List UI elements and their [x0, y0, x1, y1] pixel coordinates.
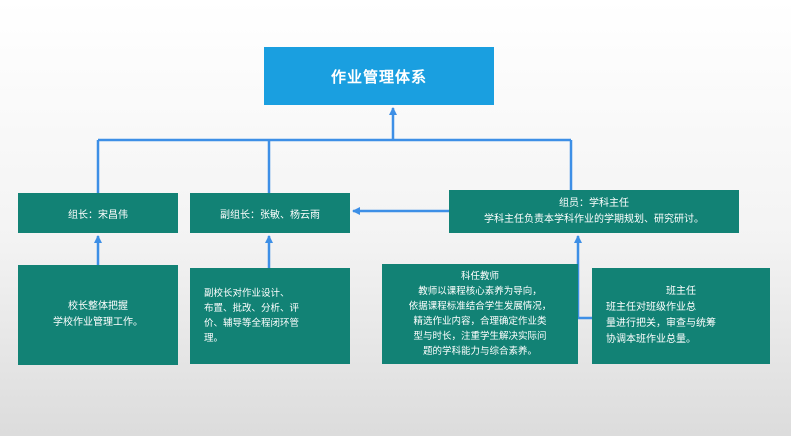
- title-node: 作业管理体系: [264, 47, 494, 105]
- vice-principal-line: 布置、批改、分析、评: [204, 303, 300, 314]
- subject-teacher-line: 依据课程标准结合学生发展情况，: [408, 301, 552, 312]
- subject-teacher-line: 题的学科能力与综合素养。: [422, 346, 537, 357]
- leader-node: 组长：宋昌伟: [18, 193, 178, 233]
- subject-teacher-title: 科任教师: [460, 271, 499, 282]
- member-desc: 学科主任负责本学科作业的学期规划、研究研讨。: [484, 213, 704, 225]
- vice-principal-line: 副校长对作业设计、: [204, 288, 290, 299]
- subject-teacher-line: 型与时长，注重学生解决实际问: [413, 331, 547, 342]
- member-title: 组员：学科主任: [559, 197, 629, 209]
- vice-leader-text: 副组长：张敏、杨云雨: [220, 209, 320, 221]
- principal-desc-node: 校长整体把握 学校作业管理工作。: [18, 265, 178, 365]
- vice-principal-desc-node: 副校长对作业设计、 布置、批改、分析、评 价、辅导等全程闭环管 理。: [190, 268, 350, 364]
- head-teacher-line: 班主任对班级作业总: [606, 302, 696, 313]
- member-node: 组员：学科主任 学科主任负责本学科作业的学期规划、研究研讨。: [449, 190, 739, 233]
- vice-principal-line: 价、辅导等全程闭环管: [204, 318, 300, 329]
- principal-line: 学校作业管理工作。: [53, 317, 143, 328]
- subject-teacher-node: 科任教师 教师以课程核心素养为导向， 依据课程标准结合学生发展情况， 精选作业内…: [382, 264, 578, 364]
- head-teacher-node: 班主任 班主任对班级作业总 量进行把关，审查与统筹 协调本班作业总量。: [592, 268, 770, 364]
- principal-line: 校长整体把握: [68, 301, 128, 312]
- head-teacher-line: 协调本班作业总量。: [606, 334, 696, 345]
- vice-principal-line: 理。: [204, 333, 224, 344]
- head-teacher-line: 量进行把关，审查与统筹: [606, 318, 716, 329]
- subject-teacher-line: 精选作业内容，合理确定作业类: [413, 316, 547, 327]
- subject-teacher-line: 教师以课程核心素养为导向，: [418, 286, 542, 297]
- vice-leader-node: 副组长：张敏、杨云雨: [190, 193, 350, 233]
- head-teacher-title: 班主任: [666, 286, 696, 297]
- leader-text: 组长：宋昌伟: [68, 209, 128, 221]
- title-text: 作业管理体系: [330, 67, 427, 86]
